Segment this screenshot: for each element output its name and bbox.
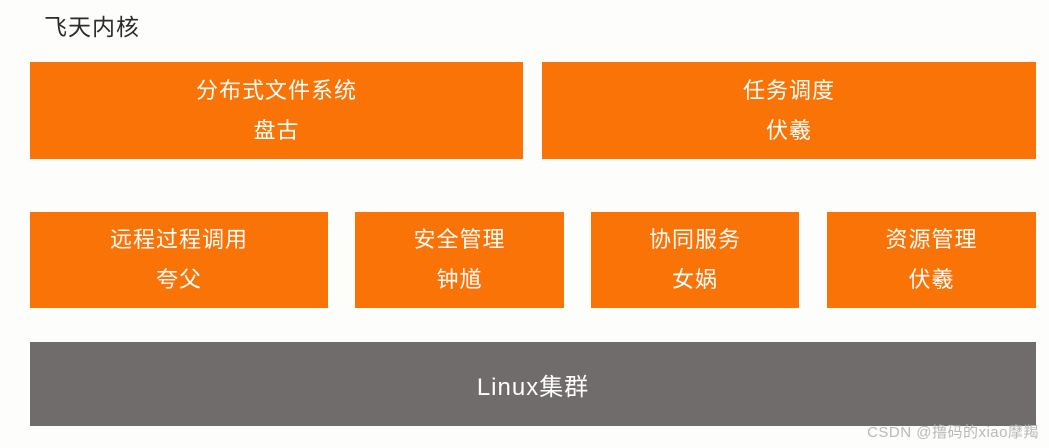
component-codename-label: 伏羲 [908,267,955,292]
component-box-security-management[interactable]: 安全管理 钟馗 [355,212,564,308]
component-box-remote-procedure-call[interactable]: 远程过程调用 夸父 [30,212,328,308]
component-function-label: 安全管理 [413,227,506,252]
component-function-label: 资源管理 [885,227,978,252]
component-function-label: 协同服务 [648,227,741,252]
component-function-label: 远程过程调用 [109,227,248,252]
diagram-title: 飞天内核 [44,14,140,40]
base-layer-linux-cluster[interactable]: Linux集群 [30,342,1036,426]
component-box-task-scheduling[interactable]: 任务调度 伏羲 [542,62,1036,159]
component-codename-label: 夸父 [155,267,202,292]
component-codename-label: 盘古 [253,117,300,143]
component-box-resource-management[interactable]: 资源管理 伏羲 [827,212,1036,308]
base-layer-label: Linux集群 [476,373,590,401]
component-codename-label: 女娲 [671,267,718,292]
component-codename-label: 伏羲 [765,117,812,143]
component-box-distributed-file-system[interactable]: 分布式文件系统 盘古 [30,62,523,159]
component-box-coordination-service[interactable]: 协同服务 女娲 [591,212,799,308]
component-function-label: 分布式文件系统 [195,77,357,103]
component-function-label: 任务调度 [742,77,835,103]
component-codename-label: 钟馗 [436,267,483,292]
